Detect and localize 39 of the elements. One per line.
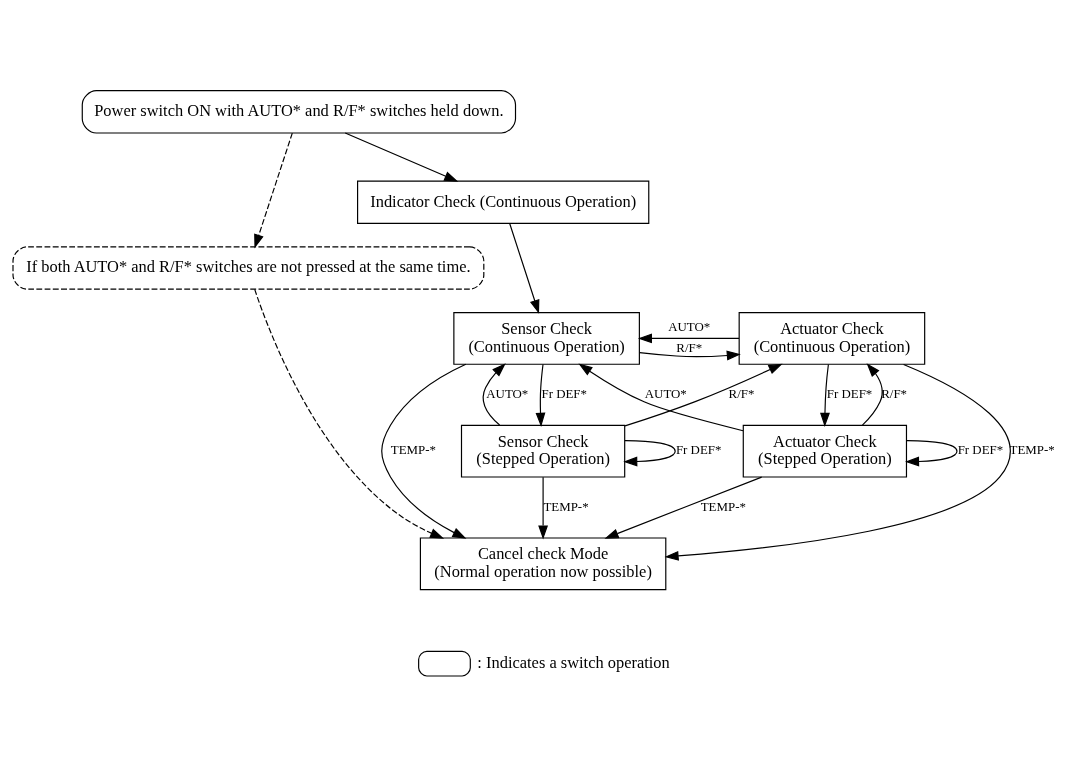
node-box: If both AUTO* and R/F* switches are not pressed at the same time.: [12, 246, 485, 290]
edge-label: Fr DEF*: [675, 442, 722, 458]
edge-label: Fr DEF*: [541, 386, 588, 402]
edge-label: AUTO*: [644, 386, 687, 402]
node-box: Cancel check Mode (Normal operation now possible): [419, 537, 667, 591]
arrow: [344, 132, 459, 182]
edge-label: R/F*: [676, 340, 703, 356]
arrow: [639, 350, 741, 361]
edge-label: Fr DEF*: [826, 386, 873, 402]
node-box: Sensor Check (Stepped Operation): [460, 424, 626, 478]
edge-label: Fr DEF*: [957, 442, 1004, 458]
edge-label: TEMP-*: [390, 442, 436, 458]
arrow: [509, 223, 540, 314]
legend-label: : Indicates a switch operation: [477, 652, 670, 672]
arrow: [623, 440, 676, 467]
edge-label: R/F*: [881, 386, 908, 402]
arrow: [637, 333, 740, 344]
edge-label: AUTO*: [668, 319, 711, 335]
arrow: [254, 132, 293, 249]
node-box: Actuator Check (Continuous Operation): [738, 312, 926, 365]
arrow: [482, 363, 506, 426]
arrow: [861, 363, 883, 426]
edge-label: AUTO*: [486, 386, 529, 402]
arrow: [381, 363, 467, 539]
arrow: [535, 363, 546, 427]
edge-label: R/F*: [728, 386, 755, 402]
arrow: [820, 363, 830, 427]
arrow: [624, 363, 783, 427]
node-box: Power switch ON with AUTO* and R/F* switches held down.: [81, 90, 517, 134]
node-box: Indicator Check (Continuous Operation): [357, 180, 650, 224]
node-box: Actuator Check (Stepped Operation): [742, 424, 908, 478]
node-box: Sensor Check (Continuous Operation): [453, 312, 640, 365]
arrow: [664, 363, 1011, 561]
arrow: [905, 440, 958, 467]
arrow: [578, 363, 744, 432]
arrow: [538, 476, 549, 540]
arrow: [604, 476, 763, 539]
arrow: [254, 288, 445, 539]
edge-label: TEMP-*: [700, 498, 746, 514]
